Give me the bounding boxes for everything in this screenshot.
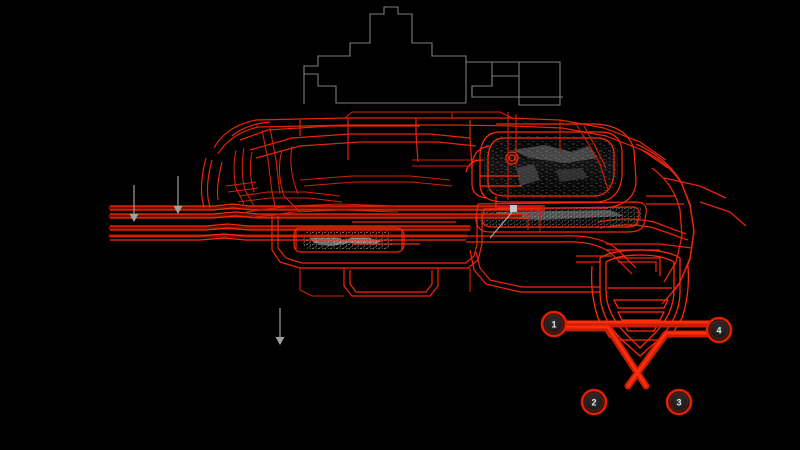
callout-number-1: 1 (551, 320, 556, 330)
annotation-arrows (129, 176, 285, 345)
lower-lamp-texture (480, 206, 643, 228)
structural-sweeps (299, 111, 609, 297)
annotation-arrow-1 (129, 185, 139, 222)
annotation-arrow-3 (275, 308, 285, 345)
callout-marker-4[interactable]: 4 (705, 316, 733, 344)
annotation-arrow-2 (173, 176, 183, 214)
bonnet-contour (200, 117, 669, 209)
cowl-structure (225, 127, 453, 219)
callout-marker-2[interactable]: 2 (580, 388, 608, 416)
callout-number-2: 2 (591, 398, 596, 408)
headlamp-texture (484, 136, 618, 198)
callout-markers[interactable]: 1 2 3 4 (540, 310, 733, 416)
grille-frame (271, 214, 483, 297)
callout-number-3: 3 (676, 398, 681, 408)
callout-marker-1[interactable]: 1 (540, 310, 568, 338)
wheel-arch (576, 143, 747, 305)
callout-number-4: 4 (716, 326, 721, 336)
callout-marker-3[interactable]: 3 (665, 388, 693, 416)
aircraft-carrier-profile (303, 6, 563, 106)
callout-linkage-core (556, 320, 714, 388)
component-leader-line (489, 205, 517, 239)
